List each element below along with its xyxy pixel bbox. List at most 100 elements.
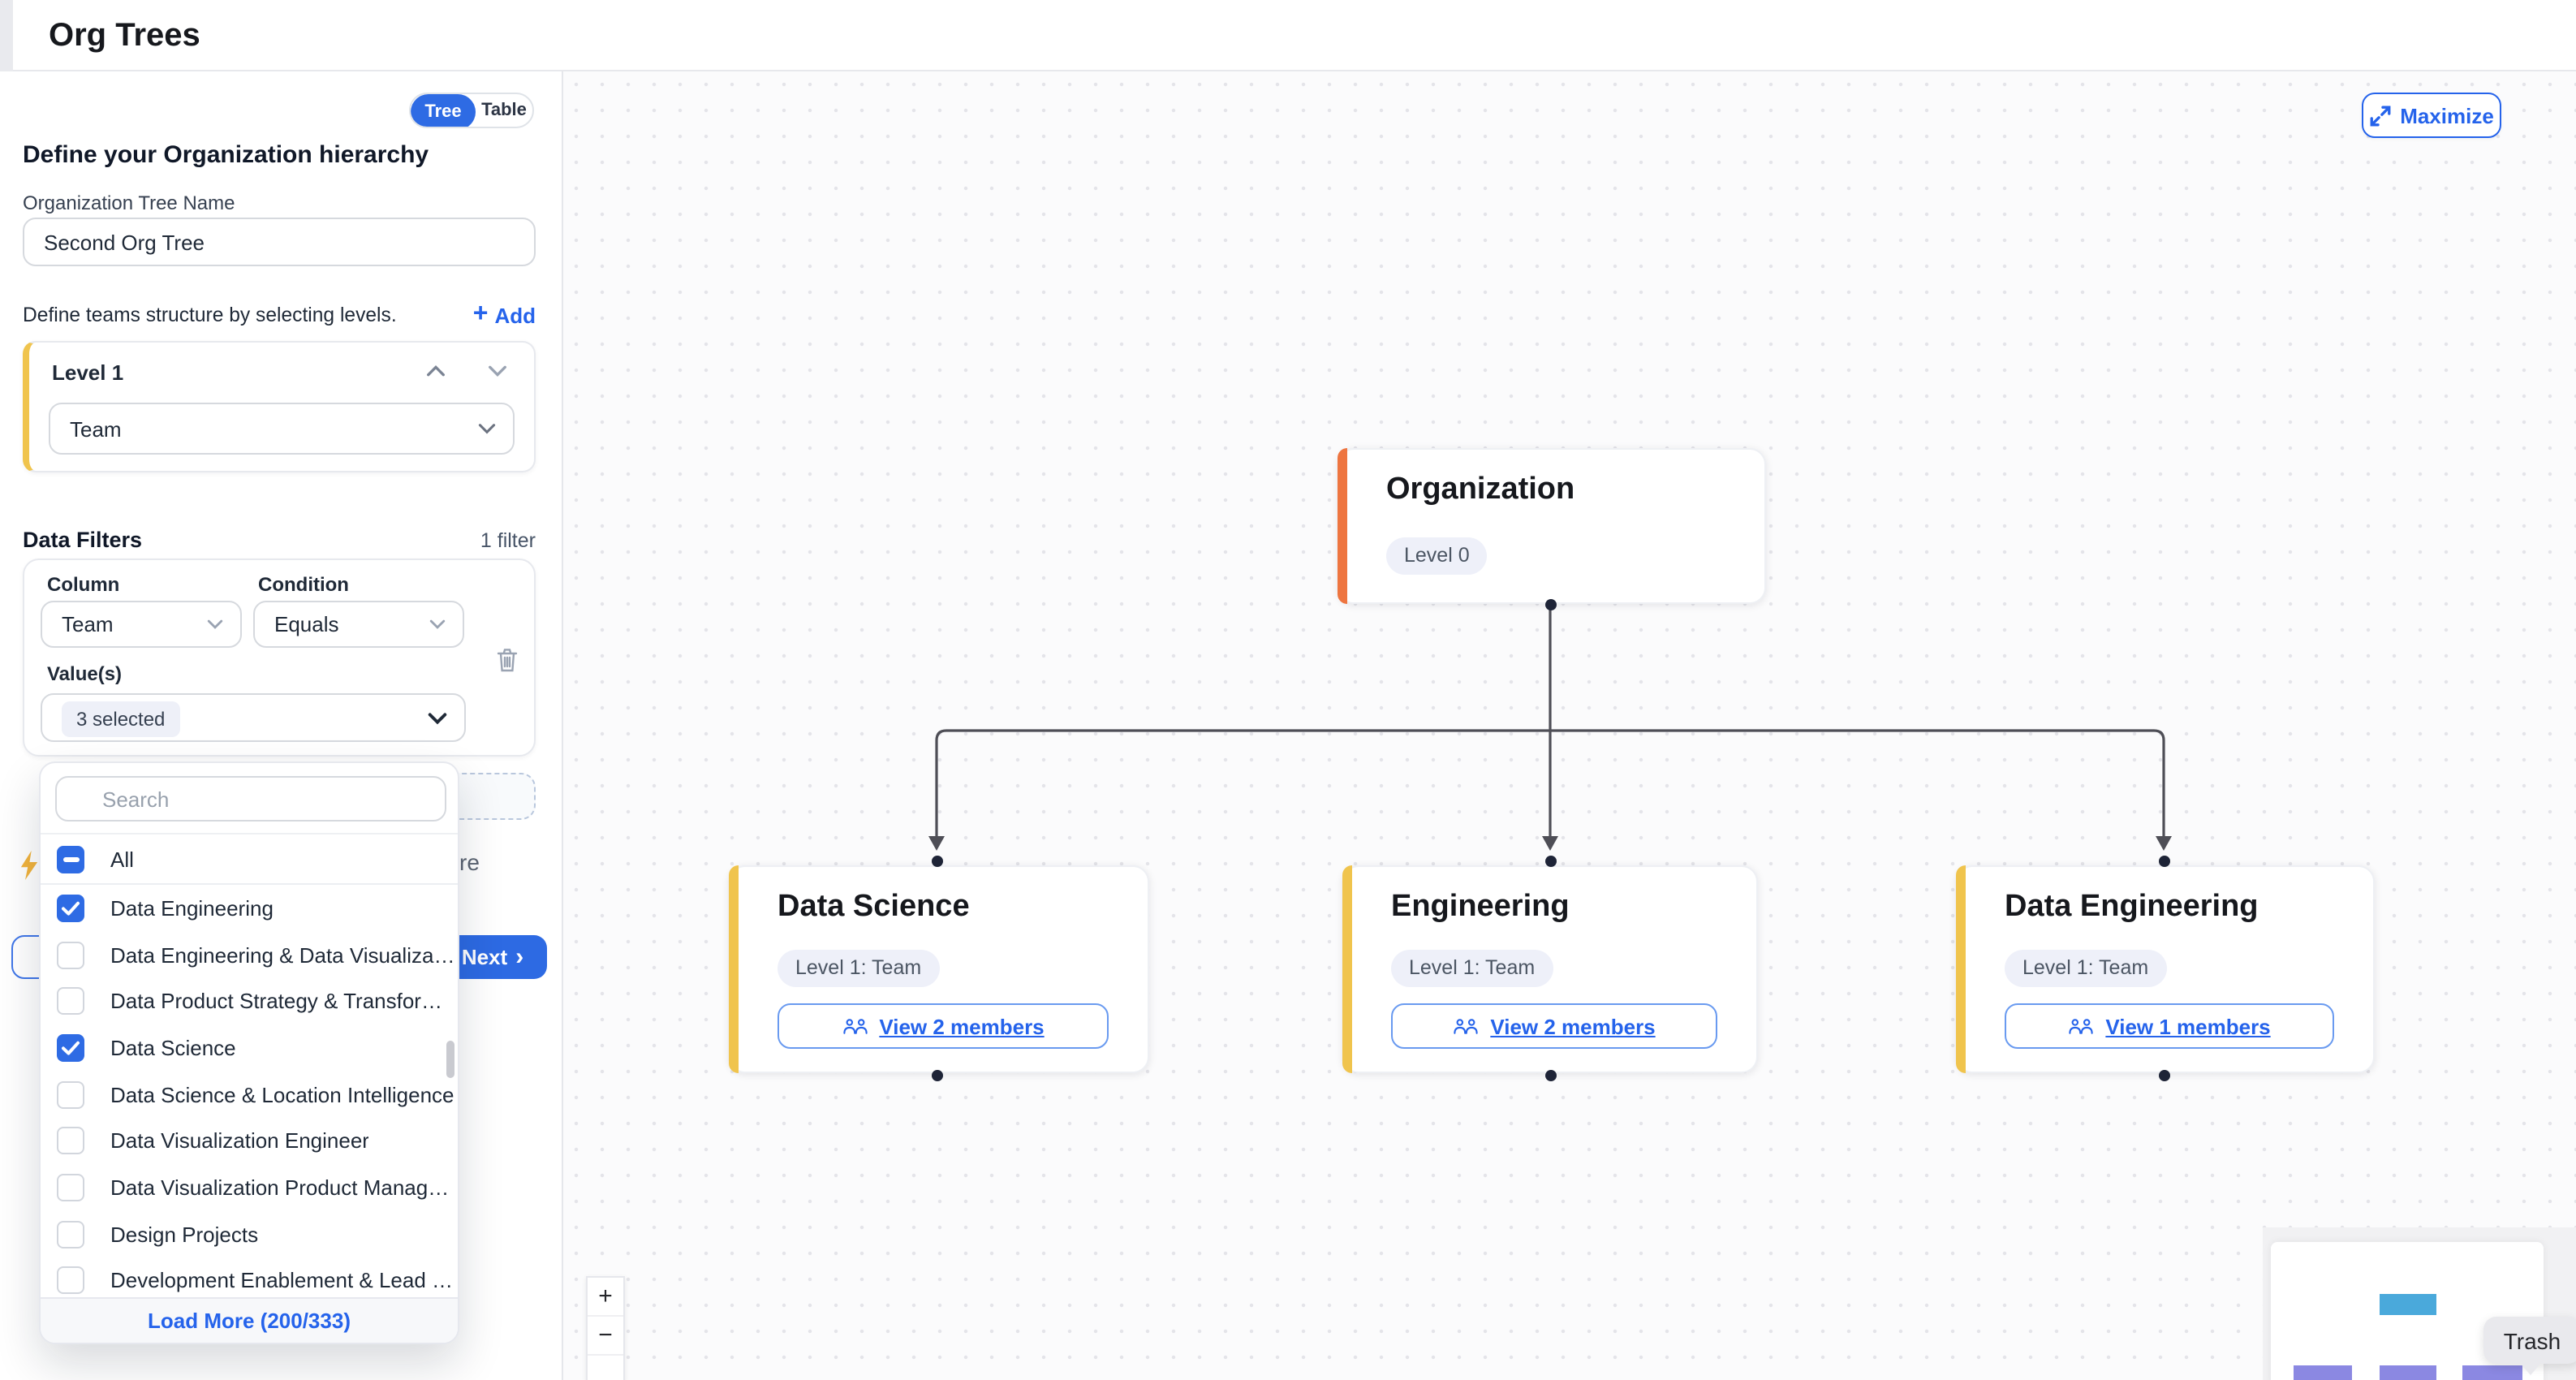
search-input[interactable]	[55, 776, 446, 822]
zoom-controls: + −	[586, 1276, 625, 1380]
node-level-badge: Level 1: Team	[1391, 950, 1553, 987]
condition-label: Condition	[258, 573, 349, 596]
zoom-out-icon: −	[598, 1322, 613, 1349]
values-dropdown: All Data Engineering Data Engineering & …	[39, 761, 459, 1344]
level-type-select[interactable]: Team	[49, 403, 515, 455]
values-multiselect[interactable]: 3 selected	[41, 693, 466, 742]
level-title: Level 1	[52, 360, 124, 385]
chevron-down-icon	[428, 712, 447, 724]
next-label: Next	[461, 945, 508, 969]
view-members-label: View 1 members	[2105, 1014, 2271, 1038]
connector-handle	[2158, 856, 2169, 867]
values-label: Value(s)	[47, 662, 123, 685]
select-all-row[interactable]: All	[41, 834, 458, 885]
list-item[interactable]: Data Science & Location Intelligence	[41, 1072, 458, 1118]
checkbox-unchecked[interactable]	[57, 1173, 84, 1201]
node-title: Engineering	[1391, 890, 1570, 924]
checkbox-unchecked[interactable]	[57, 1266, 84, 1295]
tree-name-input[interactable]	[23, 218, 536, 266]
delete-filter-icon[interactable]	[495, 646, 519, 674]
list-item[interactable]: Design Projects	[41, 1211, 458, 1257]
checkbox-checked[interactable]	[57, 894, 84, 922]
option-label: Design Projects	[110, 1222, 259, 1247]
toggle-tree[interactable]: Tree	[411, 94, 476, 127]
connector-handle	[931, 856, 942, 867]
scrollbar-thumb[interactable]	[446, 1041, 454, 1078]
tree-name-label: Organization Tree Name	[23, 192, 235, 214]
zoom-out-button[interactable]: −	[588, 1317, 623, 1356]
node-data-science[interactable]: Data Science Level 1: Team View 2 member…	[729, 865, 1149, 1073]
connector-handle	[2158, 1070, 2169, 1081]
checkbox-unchecked[interactable]	[57, 987, 84, 1016]
minimap[interactable]	[2263, 1227, 2576, 1380]
select-all-label: All	[110, 847, 134, 871]
members-icon	[2069, 1019, 2093, 1034]
list-item[interactable]: Data Visualization Product Managem...	[41, 1164, 458, 1210]
zoom-in-button[interactable]: +	[588, 1278, 623, 1317]
node-accent-bar	[1338, 448, 1347, 604]
move-down-icon[interactable]	[487, 364, 508, 378]
window-edge	[0, 0, 13, 71]
node-data-engineering[interactable]: Data Engineering Level 1: Team View 1 me…	[1956, 865, 2375, 1073]
maximize-button[interactable]: Maximize	[2362, 93, 2501, 138]
lightning-icon	[20, 851, 38, 880]
move-up-icon[interactable]	[425, 364, 446, 378]
org-tree-canvas[interactable]: Maximize Organization Level 0 Data Scien…	[563, 71, 2576, 1380]
tree-connector-lines	[928, 607, 2172, 851]
option-label: Data Engineering & Data Visualization	[110, 942, 458, 968]
panel-heading: Define your Organization hierarchy	[23, 141, 429, 169]
option-label: Data Science	[110, 1035, 236, 1060]
connector-handle	[1544, 1070, 1556, 1081]
list-item[interactable]: Data Engineering	[41, 885, 458, 931]
trash-tooltip: Trash	[2483, 1317, 2576, 1375]
zoom-in-icon: +	[598, 1283, 613, 1310]
view-members-button[interactable]: View 2 members	[1391, 1003, 1717, 1049]
node-level-badge: Level 0	[1386, 537, 1488, 575]
minimap-node-child	[2380, 1365, 2436, 1380]
checkbox-checked[interactable]	[57, 1033, 84, 1062]
add-label: Add	[494, 303, 536, 327]
node-organization[interactable]: Organization Level 0	[1338, 448, 1766, 604]
list-item[interactable]: Development Enablement & Lead Ge...	[41, 1257, 458, 1304]
connector-handle	[931, 1070, 942, 1081]
add-level-button[interactable]: + Add	[473, 300, 536, 330]
plus-icon: +	[472, 300, 489, 328]
view-toggle: Tree Table	[409, 93, 534, 128]
levels-hint: Define teams structure by selecting leve…	[23, 304, 397, 326]
column-label: Column	[47, 573, 120, 596]
node-engineering[interactable]: Engineering Level 1: Team View 2 members	[1342, 865, 1758, 1073]
condition-select[interactable]: Equals	[253, 601, 464, 648]
select-all-checkbox[interactable]	[57, 845, 84, 873]
list-item[interactable]: Data Visualization Engineer	[41, 1118, 458, 1164]
node-title: Data Engineering	[2005, 890, 2259, 924]
top-bar: Org Trees	[0, 0, 2576, 71]
list-item[interactable]: Data Science	[41, 1024, 458, 1071]
checkbox-unchecked[interactable]	[57, 941, 84, 969]
tooltip-tail	[2519, 1362, 2542, 1375]
levels-hint-row: Define teams structure by selecting leve…	[23, 300, 536, 330]
option-label: Data Engineering	[110, 895, 274, 921]
checkbox-unchecked[interactable]	[57, 1220, 84, 1248]
column-value: Team	[62, 612, 114, 636]
dropdown-search-row	[41, 763, 458, 834]
toggle-table[interactable]: Table	[481, 101, 527, 120]
filter-count: 1 filter	[480, 529, 536, 552]
chevron-down-icon	[429, 619, 446, 629]
fit-view-button[interactable]	[588, 1356, 623, 1380]
list-item[interactable]: Data Engineering & Data Visualization	[41, 931, 458, 977]
node-level-badge: Level 1: Team	[778, 950, 940, 987]
checkbox-unchecked[interactable]	[57, 1127, 84, 1155]
view-members-label: View 2 members	[879, 1014, 1045, 1038]
connector-handle	[1544, 599, 1556, 610]
condition-value: Equals	[274, 612, 339, 636]
view-members-label: View 2 members	[1490, 1014, 1656, 1038]
view-members-button[interactable]: View 1 members	[2005, 1003, 2334, 1049]
level-type-value: Team	[70, 416, 122, 441]
view-members-button[interactable]: View 2 members	[778, 1003, 1109, 1049]
column-select[interactable]: Team	[41, 601, 242, 648]
list-item[interactable]: Data Product Strategy & Transformat...	[41, 978, 458, 1024]
data-filters-row: Data Filters 1 filter	[23, 528, 536, 552]
checkbox-unchecked[interactable]	[57, 1080, 84, 1109]
option-label: Data Visualization Engineer	[110, 1128, 369, 1154]
load-more-button[interactable]: Load More (200/333)	[41, 1297, 458, 1343]
